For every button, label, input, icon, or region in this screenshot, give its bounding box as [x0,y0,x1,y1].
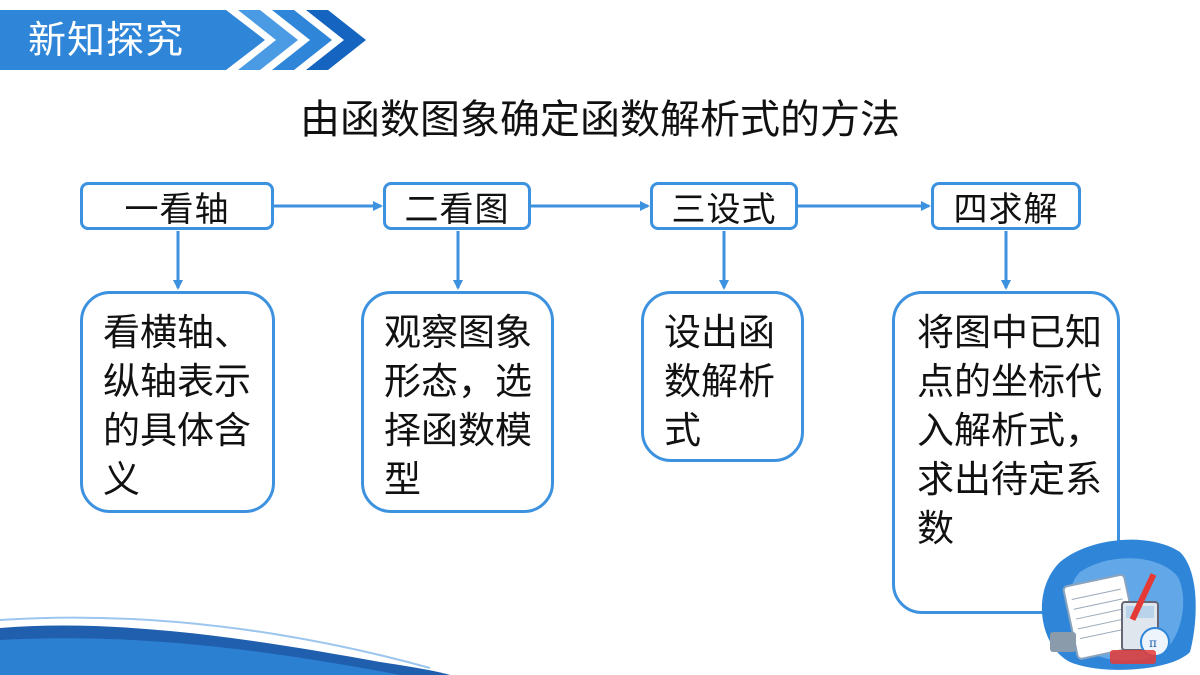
step-label: 三设式 [671,189,777,230]
description-text: 设出函数解析式 [664,311,775,452]
page-title: 由函数图象确定函数解析式的方法 [300,97,900,143]
header-banner [0,10,265,70]
math-notebook-illustration-icon: π [1041,539,1196,670]
step-box-graph: 二看图 [383,182,531,230]
step-label: 一看轴 [124,189,230,230]
description-text: 将图中已知点的坐标代入解析式，求出待定系数 [917,311,1102,550]
section-label: 新知探究 [28,18,185,62]
step-box-solve: 四求解 [931,182,1081,230]
step-box-axis: 一看轴 [80,182,274,230]
description-text: 看横轴、纵轴表示的具体含义 [103,311,251,501]
step-box-formula: 三设式 [650,182,798,230]
step-description-axis: 看横轴、纵轴表示的具体含义 [80,291,275,513]
svg-text:π: π [1149,636,1157,650]
step-label: 二看图 [404,189,510,230]
step-label: 四求解 [953,189,1059,230]
description-text: 观察图象形态，选择函数模型 [384,311,532,501]
step-description-formula: 设出函数解析式 [641,291,804,462]
step-description-graph: 观察图象形态，选择函数模型 [361,291,554,513]
